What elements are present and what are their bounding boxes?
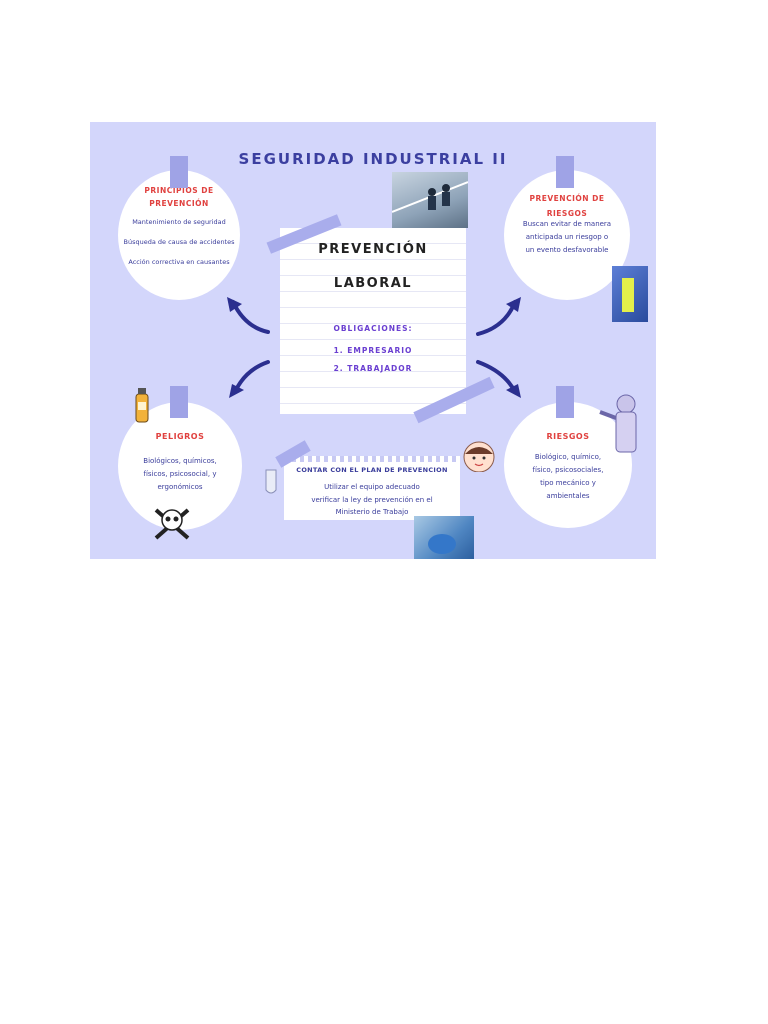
tab-tape-bottom-right	[556, 386, 574, 418]
risk-prevention-title-line2: RIESGOS	[546, 209, 588, 218]
skull-crossbones-icon	[154, 508, 190, 540]
risk-prevention-line-3: un evento desfavorable	[525, 246, 609, 254]
girl-avatar-icon	[463, 441, 495, 472]
arrow-bottom-left	[233, 360, 270, 394]
hazards-line-1: Biológicos, químicos,	[143, 457, 217, 465]
risks-line-4: ambientales	[546, 492, 590, 500]
plan-line-1: Utilizar el equipo adecuado	[324, 483, 420, 491]
workers-photo	[392, 172, 468, 228]
center-note: PREVENCIÓN LABORAL OBLIGACIONES: 1. EMPR…	[280, 228, 466, 414]
principles-item-1: Mantenimiento de seguridad	[132, 218, 226, 226]
tab-tape-top-left	[170, 156, 188, 188]
arrowhead-top-left	[227, 297, 242, 312]
arrow-top-right	[476, 300, 517, 336]
risk-prevention-circle: PREVENCIÓN DE RIESGOS Buscan evitar de m…	[504, 170, 630, 300]
plan-note: CONTAR CON EL PLAN DE PREVENCION Utiliza…	[284, 456, 460, 520]
hazards-title: PELIGROS	[155, 432, 205, 441]
obligation-item-1: 1. EMPRESARIO	[333, 346, 413, 355]
principles-circle: PRINCIPIOS DE PREVENCIÓN Mantenimiento d…	[118, 170, 240, 300]
plan-title: CONTAR CON EL PLAN DE PREVENCION	[296, 466, 448, 474]
risk-prevention-line-2: anticipada un riesgop o	[525, 233, 609, 241]
risks-line-2: físico, psicosociales,	[532, 466, 604, 474]
plan-note-dashed-edge	[284, 456, 460, 462]
principles-title-line1: PRINCIPIOS DE	[144, 186, 214, 195]
risk-prevention-title-line1: PREVENCIÓN DE	[529, 194, 605, 203]
hazards-line-2: físicos, psicosocial, y	[143, 470, 217, 478]
protective-suit-worker-icon	[599, 394, 637, 453]
risks-circle: RIESGOS Biológico, químico, físico, psic…	[504, 402, 632, 528]
safety-gear-art	[622, 278, 634, 312]
glove-icon	[265, 469, 277, 494]
plan-line-2: verificar la ley de prevención en el	[311, 496, 433, 504]
fire-extinguisher-icon	[135, 388, 149, 423]
center-title-line2: LABORAL	[333, 276, 413, 291]
connector-arrows	[227, 297, 521, 398]
safety-gear-photo	[612, 266, 648, 322]
risks-line-1: Biológico, químico,	[534, 453, 602, 461]
risk-prevention-line-1: Buscan evitar de manera	[522, 220, 612, 228]
hazards-line-3: ergonómicos	[157, 483, 203, 491]
equipment-photo	[414, 516, 474, 559]
hazards-circle: PELIGROS Biológicos, químicos, físicos, …	[118, 402, 242, 530]
principles-item-2: Búsqueda de causa de accidentes	[123, 238, 235, 246]
risks-line-3: tipo mecánico y	[540, 479, 596, 487]
equipment-photo-art	[428, 534, 456, 554]
tab-tape-bottom-left	[170, 386, 188, 418]
obligation-item-2: 2. TRABAJADOR	[333, 364, 413, 373]
arrowhead-bottom-right	[506, 384, 521, 398]
center-title-line1: PREVENCIÓN	[318, 242, 428, 257]
arrowhead-top-right	[506, 297, 521, 312]
workers-photo-art	[392, 181, 468, 213]
mind-map-board: SEGURIDAD INDUSTRIAL II PRINCIPIOS DE PR…	[90, 122, 656, 559]
plan-line-3: Ministerio de Trabajo	[335, 508, 409, 516]
arrowhead-bottom-left	[229, 384, 244, 398]
principles-item-3: Acción correctiva en causantes	[128, 258, 230, 266]
principles-title-line2: PREVENCIÓN	[149, 199, 209, 208]
tab-tape-top-right	[556, 156, 574, 188]
page-title: SEGURIDAD INDUSTRIAL II	[238, 150, 508, 168]
obligations-title: OBLIGACIONES:	[333, 324, 413, 333]
risks-title: RIESGOS	[546, 432, 590, 441]
